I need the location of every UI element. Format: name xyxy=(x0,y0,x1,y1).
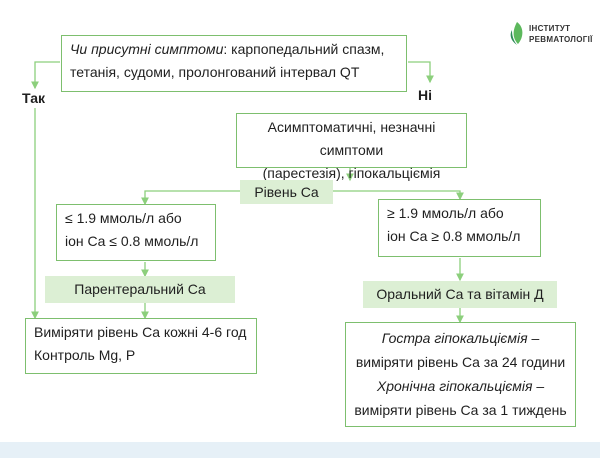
acute-rest: – xyxy=(527,330,540,346)
monitor-line2: Контроль Mg, P xyxy=(34,347,136,363)
acute-line2: виміряти рівень Ca за 24 години xyxy=(355,354,566,370)
acute-italic: Гостра гіпокальціємія xyxy=(381,330,528,346)
ca-to-low-line xyxy=(141,190,240,206)
question-rest: : карпопедальний спазм, xyxy=(223,41,385,57)
branch-yes-label: Так xyxy=(22,90,45,106)
question-italic: Чи присутні симптоми xyxy=(70,41,224,57)
oral-box: Оральний Ca та вітамін Д xyxy=(363,281,557,308)
ca-to-high-line xyxy=(333,190,464,201)
question-box: Чи присутні симптоми: карпопедальний спа… xyxy=(61,35,407,92)
high-threshold-line2: іон Ca ≥ 0.8 ммоль/л xyxy=(387,228,521,244)
high-threshold-box: ≥ 1.9 ммоль/л або іон Ca ≥ 0.8 ммоль/л xyxy=(378,199,541,257)
logo-line1: ІНСТИТУТ xyxy=(529,24,571,33)
monitor-box: Виміряти рівень Ca кожні 4-6 год Контрол… xyxy=(25,318,257,374)
chronic-line2: виміряти рівень Ca за 1 тиждень xyxy=(354,402,567,418)
asymptomatic-box: Асимптоматичні, незначні симптоми (парес… xyxy=(236,113,467,181)
branch-no-label: Ні xyxy=(418,87,432,103)
question-line2: тетанія, судоми, пролонгований інтервал … xyxy=(70,64,360,80)
bottom-strip xyxy=(0,442,600,458)
no-branch-line xyxy=(408,61,434,84)
logo-leaf-icon xyxy=(510,22,523,45)
high-threshold-line1: ≥ 1.9 ммоль/л або xyxy=(387,205,504,221)
low-threshold-line2: іон Ca ≤ 0.8 ммоль/л xyxy=(65,233,199,249)
asymptomatic-line1: Асимптоматичні, незначні симптоми xyxy=(267,119,436,158)
low-threshold-line1: ≤ 1.9 ммоль/л або xyxy=(65,210,182,226)
parenteral-box: Парентеральний Ca xyxy=(45,276,235,303)
logo: ІНСТИТУТ РЕВМАТОЛОГІЇ xyxy=(509,20,592,50)
asymptomatic-line2: (парестезія), гіпокальціємія xyxy=(262,165,441,181)
yes-branch-line xyxy=(31,61,60,90)
low-threshold-box: ≤ 1.9 ммоль/л або іон Ca ≤ 0.8 ммоль/л xyxy=(56,204,216,261)
ca-level-box: Рівень Ca xyxy=(240,180,333,204)
followup-box: Гостра гіпокальціємія – виміряти рівень … xyxy=(345,322,576,427)
logo-line2: РЕВМАТОЛОГІЇ xyxy=(529,35,593,44)
chronic-rest: – xyxy=(532,378,545,394)
monitor-line1: Виміряти рівень Ca кожні 4-6 год xyxy=(34,324,247,340)
chronic-italic: Хронічна гіпокальціємія xyxy=(376,378,533,394)
